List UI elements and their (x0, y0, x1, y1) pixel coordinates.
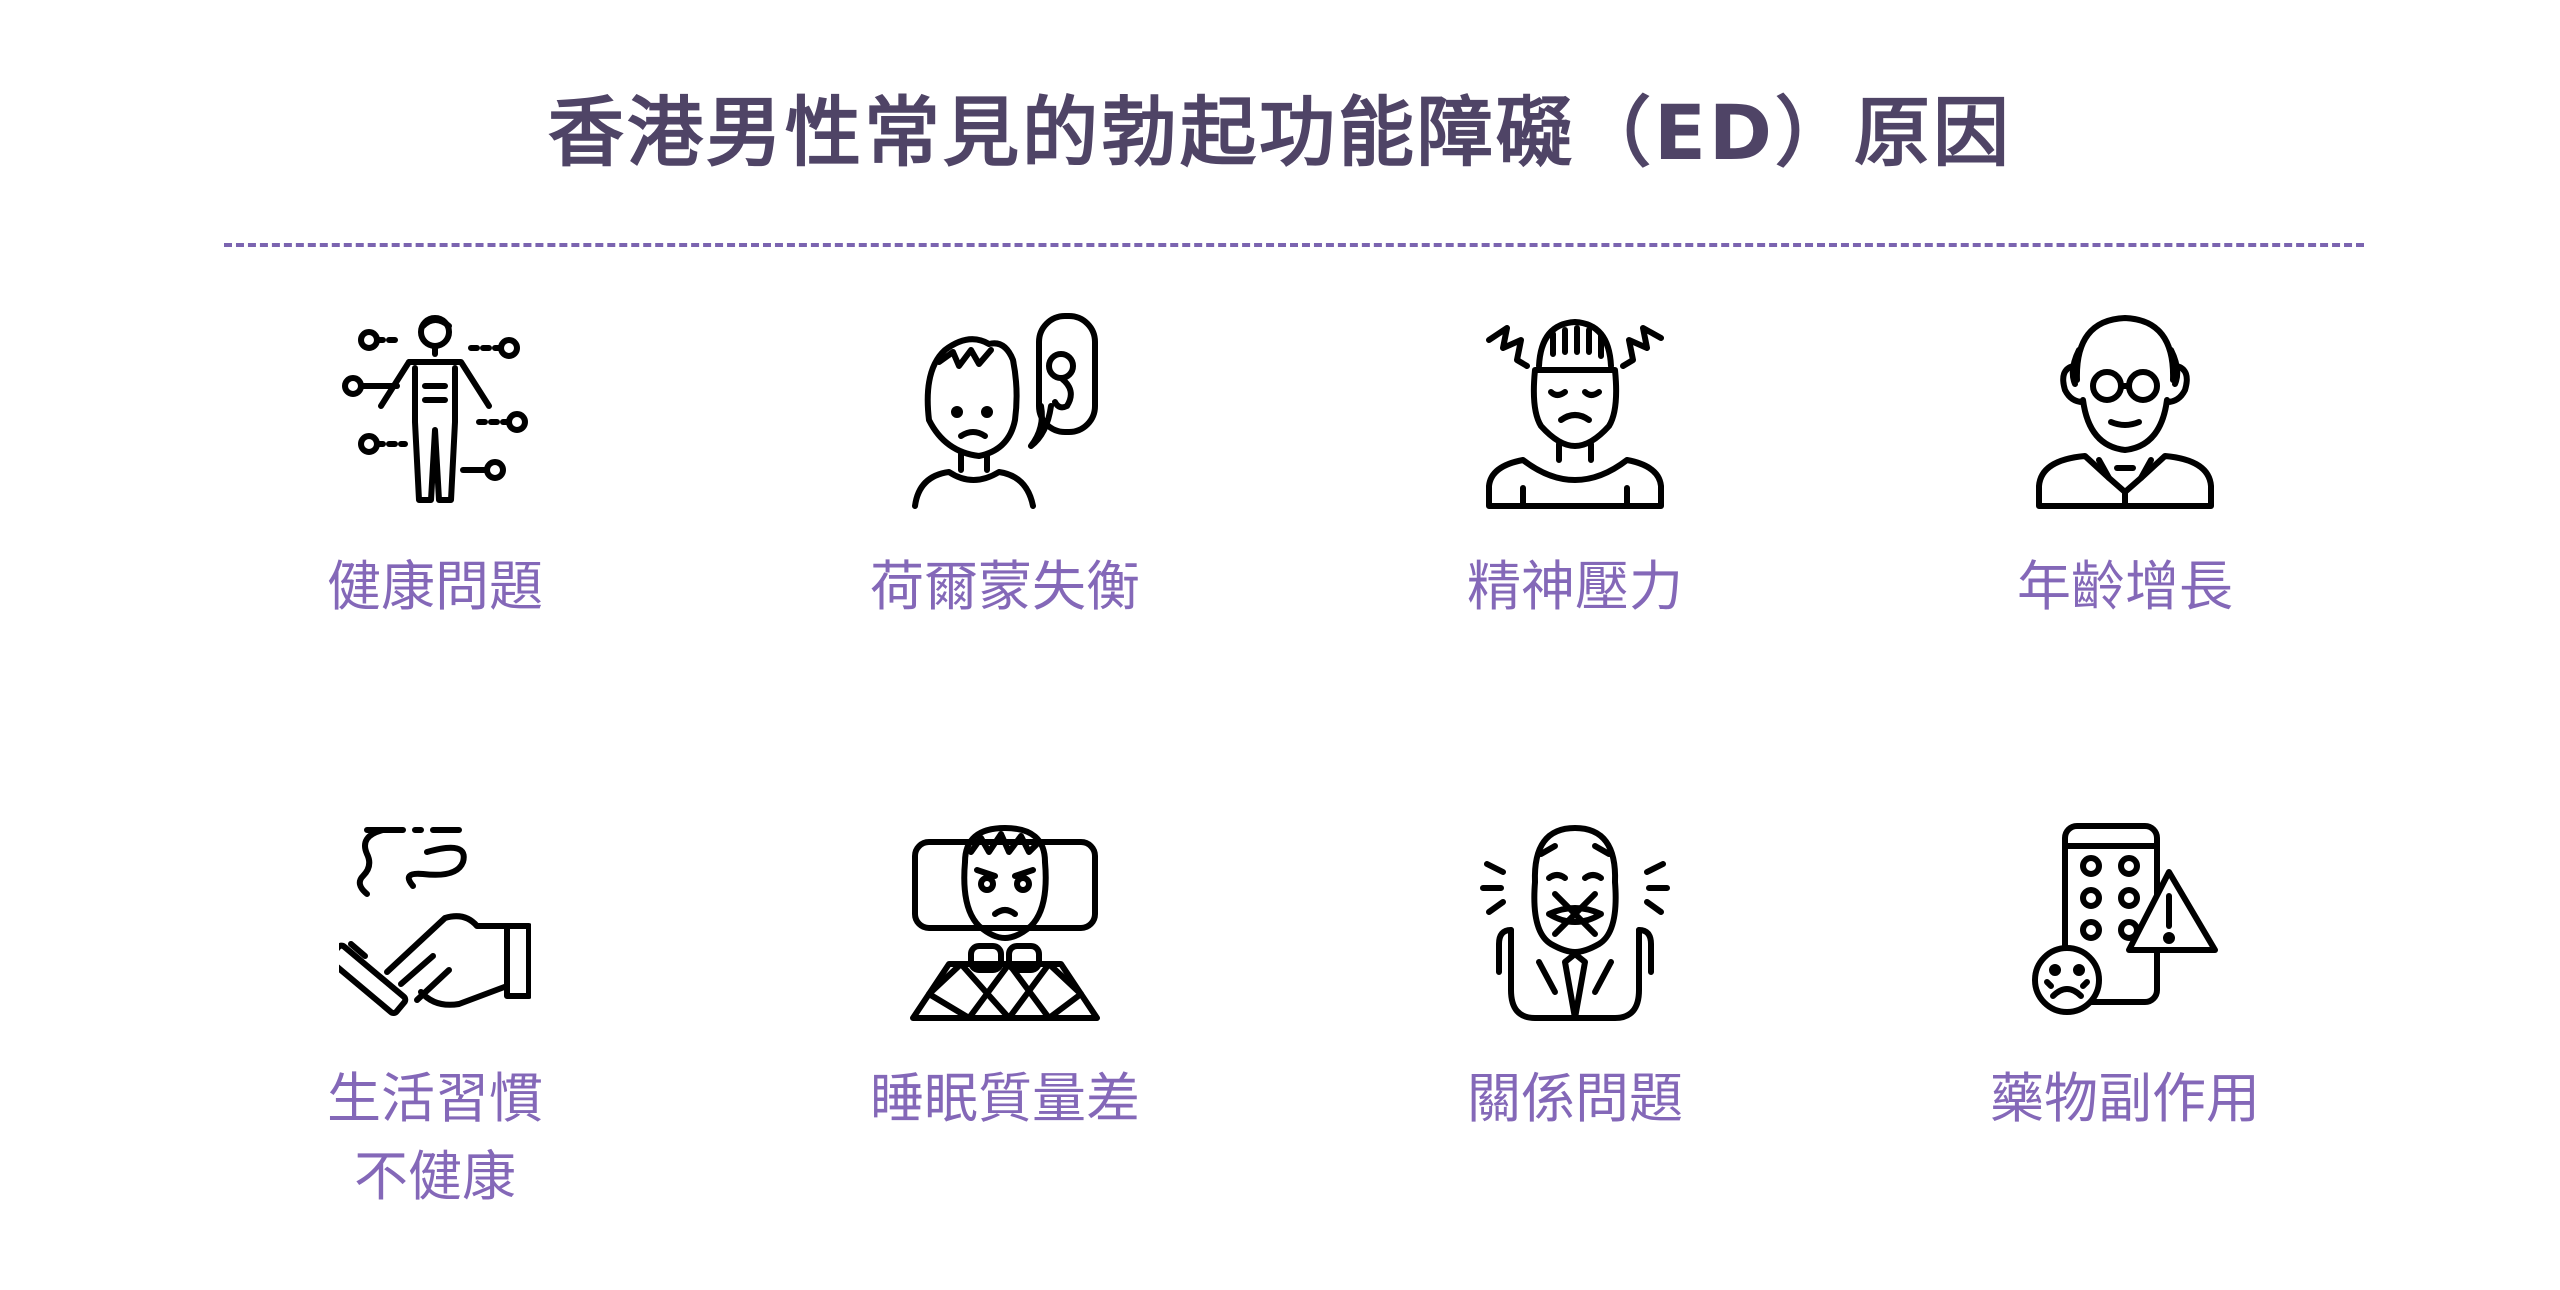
poor-sleep-icon (909, 822, 1101, 1022)
cause-label: 荷爾蒙失衡 (870, 555, 1140, 618)
cause-label: 健康問題 (327, 555, 543, 618)
dashed-divider (224, 243, 2364, 247)
cause-label: 精神壓力 (1467, 555, 1683, 618)
mental-stress-icon (1479, 310, 1671, 510)
cause-label: 生活習慣 不健康 (327, 1067, 543, 1208)
cause-label: 睡眠質量差 (870, 1067, 1140, 1130)
cause-label: 關係問題 (1467, 1067, 1683, 1130)
smoking-hand-icon (339, 822, 531, 1022)
hormone-imbalance-icon (909, 310, 1101, 510)
page-title: 香港男性常見的勃起功能障礙（ED）原因 (547, 88, 2012, 177)
elderly-man-icon (2029, 310, 2221, 510)
cause-label: 藥物副作用 (1990, 1067, 2260, 1130)
medication-side-effect-icon (2029, 822, 2221, 1022)
cause-label: 年齡增長 (2017, 555, 2233, 618)
relationship-conflict-icon (1479, 822, 1671, 1022)
body-health-icon (339, 310, 531, 510)
